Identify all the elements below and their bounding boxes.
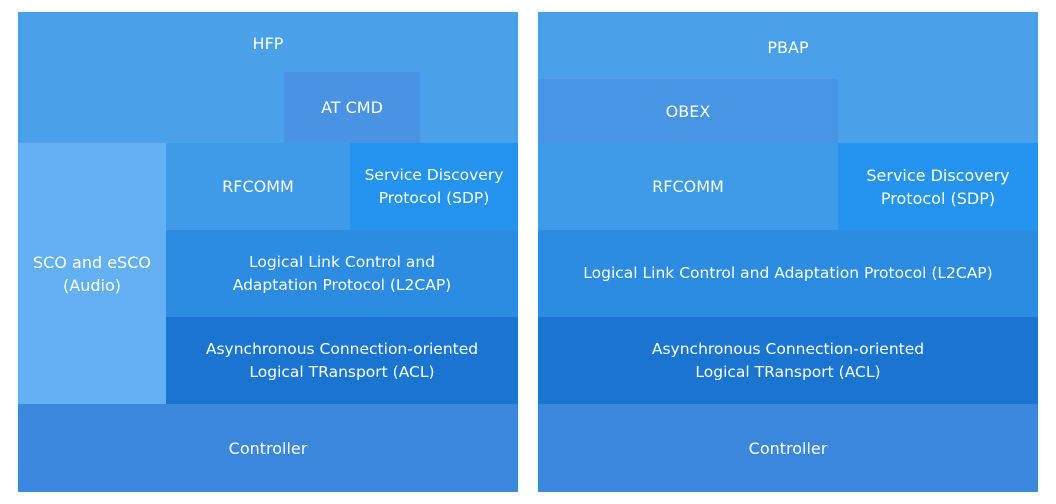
at-cmd-block: AT CMD [284, 72, 420, 143]
sdp-block: Service Discovery Protocol (SDP) [838, 143, 1038, 230]
hfp-label: HFP [252, 34, 284, 53]
pbap-label: PBAP [767, 38, 809, 57]
obex-label: OBEX [665, 101, 711, 121]
acl-block: Asynchronous Connection-oriented Logical… [538, 317, 1038, 404]
rfcomm-label: RFCOMM [222, 177, 294, 196]
sco-esco-block: SCO and eSCO (Audio) [18, 143, 166, 404]
controller-label: Controller [748, 438, 828, 458]
sco-esco-label: SCO and eSCO (Audio) [33, 252, 151, 295]
acl-label: Asynchronous Connection-oriented Logical… [651, 339, 925, 381]
controller-block: Controller [18, 404, 518, 492]
sdp-label: Service Discovery Protocol (SDP) [364, 165, 504, 207]
controller-label: Controller [228, 438, 308, 458]
l2cap-block: Logical Link Control and Adaptation Prot… [166, 230, 518, 317]
hfp-protocol-stack: HFP AT CMD SCO and eSCO (Audio) RFCOMM S… [18, 12, 518, 492]
obex-block: OBEX [538, 79, 838, 143]
sdp-block: Service Discovery Protocol (SDP) [350, 143, 518, 230]
controller-block: Controller [538, 404, 1038, 492]
l2cap-block: Logical Link Control and Adaptation Prot… [538, 230, 1038, 317]
l2cap-label: Logical Link Control and Adaptation Prot… [232, 252, 452, 294]
sdp-label: Service Discovery Protocol (SDP) [866, 165, 1010, 208]
pbap-protocol-stack: PBAP OBEX RFCOMM Service Discovery Proto… [538, 12, 1038, 492]
acl-label: Asynchronous Connection-oriented Logical… [205, 339, 479, 381]
hfp-profile-block: HFP [18, 12, 518, 143]
rfcomm-block: RFCOMM [538, 143, 838, 230]
rfcomm-block: RFCOMM [166, 143, 350, 230]
at-cmd-label: AT CMD [321, 98, 383, 117]
l2cap-label: Logical Link Control and Adaptation Prot… [583, 264, 993, 282]
acl-block: Asynchronous Connection-oriented Logical… [166, 317, 518, 404]
rfcomm-label: RFCOMM [652, 177, 724, 196]
